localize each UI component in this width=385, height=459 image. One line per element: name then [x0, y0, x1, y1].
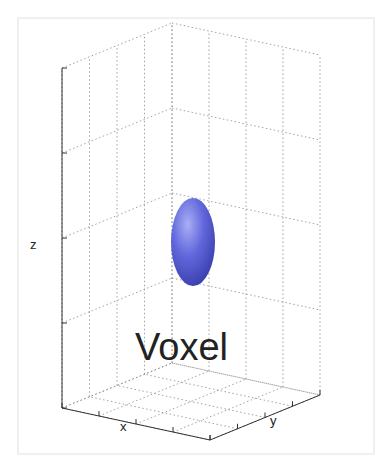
voxel-ellipsoid: [171, 198, 215, 286]
grid-line: [62, 238, 67, 239]
grid-line: [172, 23, 320, 55]
grid-line: [117, 46, 118, 386]
grid-line: [62, 408, 67, 409]
axis-label: y: [270, 414, 277, 427]
voxel-label: Voxel: [135, 328, 228, 366]
grid-line: [172, 363, 320, 395]
grid-line: [117, 386, 265, 418]
grid-line: [172, 108, 320, 140]
grid-line: [320, 390, 321, 395]
grid-line: [62, 23, 172, 68]
grid-line: [210, 395, 320, 440]
grid-line: [62, 403, 63, 408]
grid-line: [62, 323, 67, 324]
grid-line: [62, 408, 210, 440]
grid-line: [136, 419, 137, 424]
grid-line: [209, 31, 210, 371]
grid-line: [62, 193, 172, 238]
grid-line: [237, 424, 238, 429]
axis-label: z: [30, 238, 37, 251]
grid-line: [283, 47, 284, 387]
grid-line: [145, 374, 293, 406]
grid-line: [62, 68, 67, 69]
grid-line: [99, 411, 100, 416]
grid-line: [62, 108, 172, 153]
grid-line: [136, 379, 246, 424]
axis-label: x: [120, 420, 127, 433]
grid-line: [173, 387, 283, 432]
grid-line: [90, 397, 238, 429]
grid-line: [99, 371, 209, 416]
grid-line: [62, 153, 67, 154]
frame: [18, 18, 374, 454]
grid-line: [62, 363, 172, 408]
grid-line: [144, 34, 145, 374]
grid-line: [173, 427, 174, 432]
grid-line: [292, 401, 293, 406]
grid-line: [265, 413, 266, 418]
axis-lines: [62, 68, 320, 440]
grid-line: [210, 435, 211, 440]
grid-line: [210, 435, 211, 440]
grid-line: [62, 408, 210, 440]
grid-lines: [62, 23, 320, 440]
grid-line: [320, 55, 321, 395]
grid-line: [210, 395, 320, 440]
